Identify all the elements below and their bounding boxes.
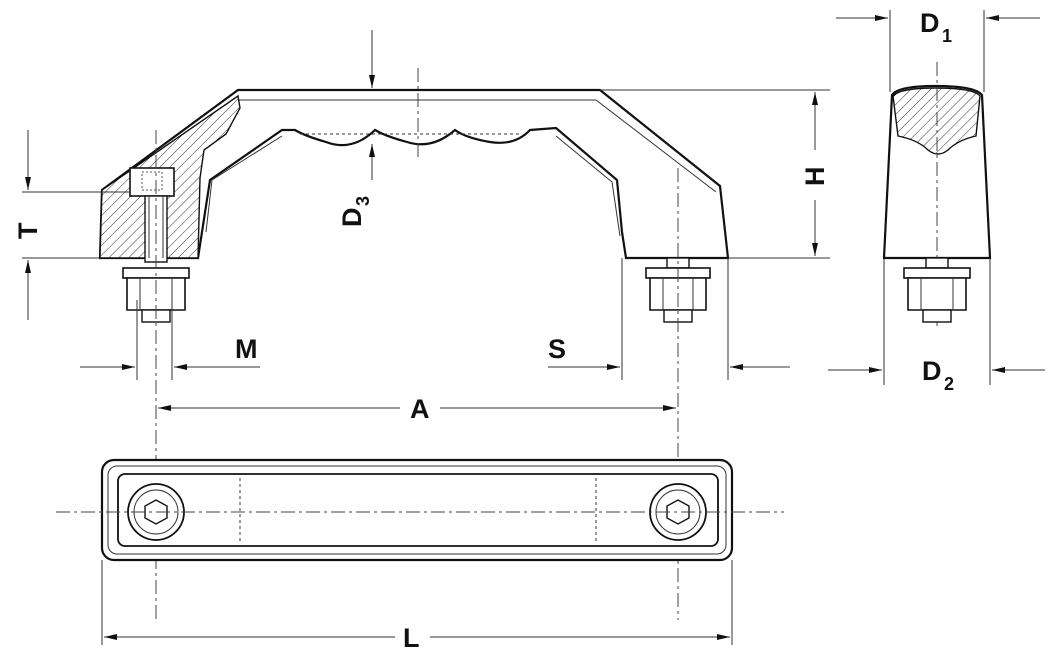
dim-label-S: S bbox=[548, 334, 566, 364]
plan-view bbox=[56, 458, 784, 562]
dim-label-A: A bbox=[410, 394, 430, 424]
side-bolt-shank bbox=[925, 257, 949, 269]
plan-inner-recess bbox=[117, 473, 719, 547]
socket-head bbox=[141, 171, 163, 191]
hex-socket-right-icon bbox=[666, 499, 690, 525]
svg-text:2: 2 bbox=[944, 374, 954, 394]
dim-label-D3: D 3 bbox=[337, 196, 373, 227]
side-bolt-end bbox=[922, 309, 952, 323]
dim-label-H: H bbox=[800, 167, 830, 187]
dim-label-D2: D 2 bbox=[922, 356, 954, 394]
plan-outer bbox=[100, 458, 734, 562]
svg-text:1: 1 bbox=[942, 26, 952, 46]
dimensions-front: T D 3 H M S A L bbox=[13, 30, 830, 653]
handle-inner-edge-right bbox=[555, 135, 621, 237]
dim-label-T: T bbox=[13, 222, 43, 239]
svg-text:D: D bbox=[337, 208, 367, 228]
svg-text:D: D bbox=[922, 356, 942, 386]
dim-label-L: L bbox=[403, 623, 420, 653]
svg-text:D: D bbox=[920, 8, 940, 38]
side-view: D 1 D 2 bbox=[828, 8, 1045, 394]
side-washer bbox=[903, 267, 971, 279]
handle-body-outline bbox=[98, 88, 730, 260]
dim-label-D1: D 1 bbox=[920, 8, 952, 46]
front-view bbox=[98, 68, 730, 620]
handle-inner-edge-left bbox=[205, 135, 283, 233]
side-nut bbox=[907, 277, 967, 311]
dim-label-M: M bbox=[235, 334, 258, 364]
svg-text:3: 3 bbox=[353, 196, 373, 206]
plan-outer-inner bbox=[107, 465, 727, 555]
